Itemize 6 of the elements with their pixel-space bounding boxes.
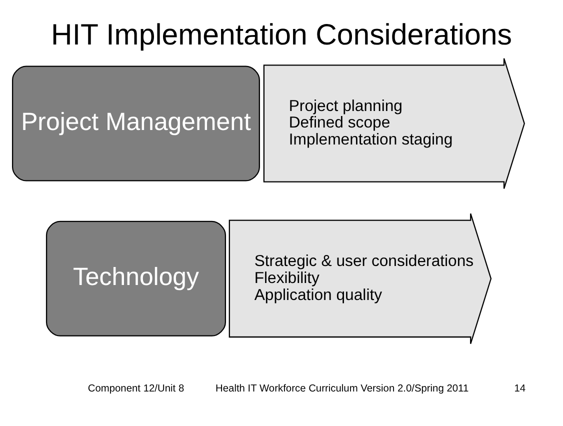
node-box: Technology — [46, 220, 226, 336]
diagram-title: HIT Implementation Considerations — [51, 18, 512, 52]
node-box: Project Management — [12, 66, 260, 182]
label: 14 — [514, 384, 526, 395]
label: Component 12/Unit 8 — [88, 384, 184, 395]
label: Health IT Workforce Curriculum Version 2.0/Spring 2011 — [216, 384, 469, 395]
